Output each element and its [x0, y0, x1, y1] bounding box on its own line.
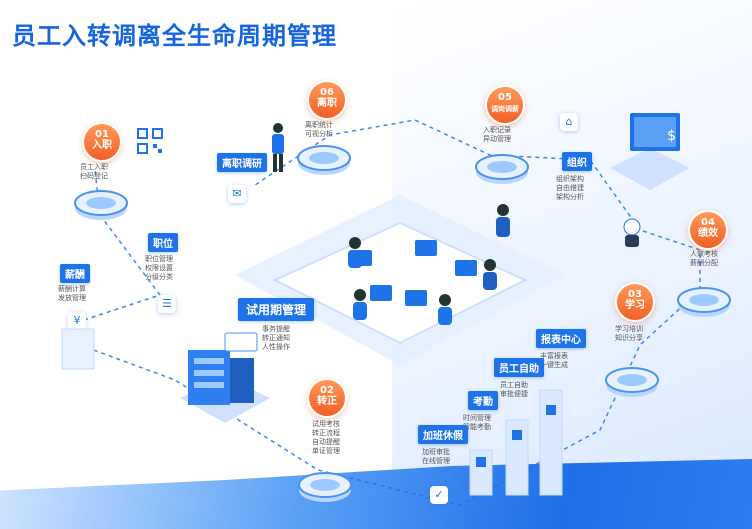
- stage-desc-line: 离职统计: [305, 121, 333, 129]
- kaoqin-desc: 时间管理 智能考勤: [463, 414, 491, 432]
- survey-icon: ✉: [228, 185, 246, 203]
- desc-line: 自由搭建: [556, 184, 584, 192]
- stage-01-badge: 01 入职: [82, 122, 122, 162]
- platform-03: [605, 367, 659, 397]
- shiyongqi-desc: 事务提醒 转正通知 人性操作: [262, 325, 290, 352]
- tag-jiaban-xiujia: 加班休假: [418, 425, 468, 444]
- stage-06-desc: 离职统计 可视分析: [305, 121, 333, 139]
- stage-number: 05: [498, 92, 512, 103]
- page-title: 员工入转调离全生命周期管理: [12, 22, 337, 50]
- desc-line: 丰富报表: [540, 352, 568, 360]
- stage-label: 转正: [317, 396, 337, 407]
- xinzi-desc: 薪酬计算 发放管理: [58, 285, 86, 303]
- jiaban-xiujia-desc: 加班审批 在线管理: [422, 448, 450, 466]
- desc-line: 事务提醒: [262, 325, 290, 333]
- stage-05-desc: 入职记录 异动管理: [483, 126, 511, 144]
- desc-line: 在线管理: [422, 457, 450, 465]
- tag-zhiwei: 职位: [148, 233, 178, 252]
- stage-03-desc: 学习培训 知识分享: [615, 325, 643, 343]
- tag-yuangong-zizhu: 员工自助: [494, 358, 544, 377]
- stage-desc-line: 员工入职: [80, 163, 108, 171]
- platform-06: [297, 145, 351, 175]
- stage-number: 02: [320, 385, 334, 396]
- stage-label: 学习: [625, 300, 645, 311]
- desc-line: 一键生成: [540, 361, 568, 369]
- baobiao-desc: 丰富报表 一键生成: [540, 352, 568, 370]
- stage-desc-line: 转正流程: [312, 429, 340, 437]
- stage-label: 绩效: [698, 228, 718, 239]
- stage-number: 03: [628, 289, 642, 300]
- platform-05: [475, 154, 529, 184]
- desc-line: 权限设置: [145, 264, 173, 272]
- stage-label: 离职: [317, 98, 337, 109]
- stage-desc-line: 扫码登记: [80, 172, 108, 180]
- stage-05-badge: 05 调岗调薪: [485, 85, 525, 125]
- stage-04-desc: 人效考核 薪酬分配: [690, 250, 718, 268]
- yuangong-zizhu-desc: 员工自助 审批便捷: [500, 381, 528, 399]
- stage-number: 04: [701, 217, 715, 228]
- stage-06-badge: 06 离职: [307, 80, 347, 120]
- qr-code-icon: [137, 128, 163, 154]
- stage-desc-line: 知识分享: [615, 334, 643, 342]
- desc-line: 时间管理: [463, 414, 491, 422]
- tag-xinzi: 薪酬: [60, 264, 90, 283]
- stage-desc-line: 人效考核: [690, 250, 718, 258]
- office-building: [180, 332, 270, 423]
- stage-01-desc: 员工入职 扫码登记: [80, 163, 108, 181]
- desc-line: 发放管理: [58, 294, 86, 302]
- central-office-illustration: [235, 195, 565, 370]
- leave-icon: ✓: [430, 486, 448, 504]
- stage-desc-line: 薪酬分配: [690, 259, 718, 267]
- platform-02: [298, 472, 352, 502]
- zhiwei-desc: 职位管理 权限设置 分级分类: [145, 255, 173, 282]
- tag-zuzhi: 组织: [562, 152, 592, 171]
- desc-line: 员工自助: [500, 381, 528, 389]
- platform-04: [677, 287, 731, 317]
- position-icon: ☰: [158, 295, 176, 313]
- stage-desc-line: 入职记录: [483, 126, 511, 134]
- stage-02-badge: 02 转正: [307, 378, 347, 418]
- svg-text:$: $: [667, 128, 676, 144]
- tag-shiyongqi: 试用期管理: [238, 298, 315, 321]
- tag-lizhi-diaoyan: 离职调研: [217, 153, 267, 172]
- stage-label: 入职: [92, 140, 112, 151]
- zuzhi-desc: 组织架构 自由搭建 架构分析: [556, 175, 584, 202]
- tag-baobiao: 报表中心: [536, 329, 586, 348]
- desc-line: 智能考勤: [463, 423, 491, 431]
- tag-kaoqin: 考勤: [468, 391, 498, 410]
- stage-label: 调岗调薪: [491, 105, 519, 113]
- desc-line: 加班审批: [422, 448, 450, 456]
- stage-02-desc: 试用考核 转正流程 自动提醒 单证管理: [312, 420, 340, 456]
- robot-figure: [623, 218, 641, 247]
- stage-desc-line: 单证管理: [312, 447, 340, 455]
- desc-line: 人性操作: [262, 343, 290, 351]
- desc-line: 薪酬计算: [58, 285, 86, 293]
- dashboard-monitor: $: [610, 113, 690, 190]
- salary-pillar: [61, 328, 95, 370]
- desc-line: 审批便捷: [500, 390, 528, 398]
- platform-01: [74, 190, 128, 220]
- stage-04-badge: 04 绩效: [688, 210, 728, 250]
- org-icon: ⌂: [560, 113, 578, 131]
- stage-03-badge: 03 学习: [615, 282, 655, 322]
- desc-line: 架构分析: [556, 193, 584, 201]
- stage-desc-line: 试用考核: [312, 420, 340, 428]
- stage-desc-line: 学习培训: [615, 325, 643, 333]
- stage-number: 06: [320, 87, 334, 98]
- stage-number: 01: [95, 129, 109, 140]
- report-pillars: [469, 389, 563, 496]
- stage-desc-line: 可视分析: [305, 130, 333, 138]
- desc-line: 组织架构: [556, 175, 584, 183]
- stage-desc-line: 异动管理: [483, 135, 511, 143]
- desc-line: 转正通知: [262, 334, 290, 342]
- person-figure: [272, 123, 284, 172]
- desc-line: 职位管理: [145, 255, 173, 263]
- salary-icon: ¥: [68, 312, 86, 330]
- desc-line: 分级分类: [145, 273, 173, 281]
- stage-desc-line: 自动提醒: [312, 438, 340, 446]
